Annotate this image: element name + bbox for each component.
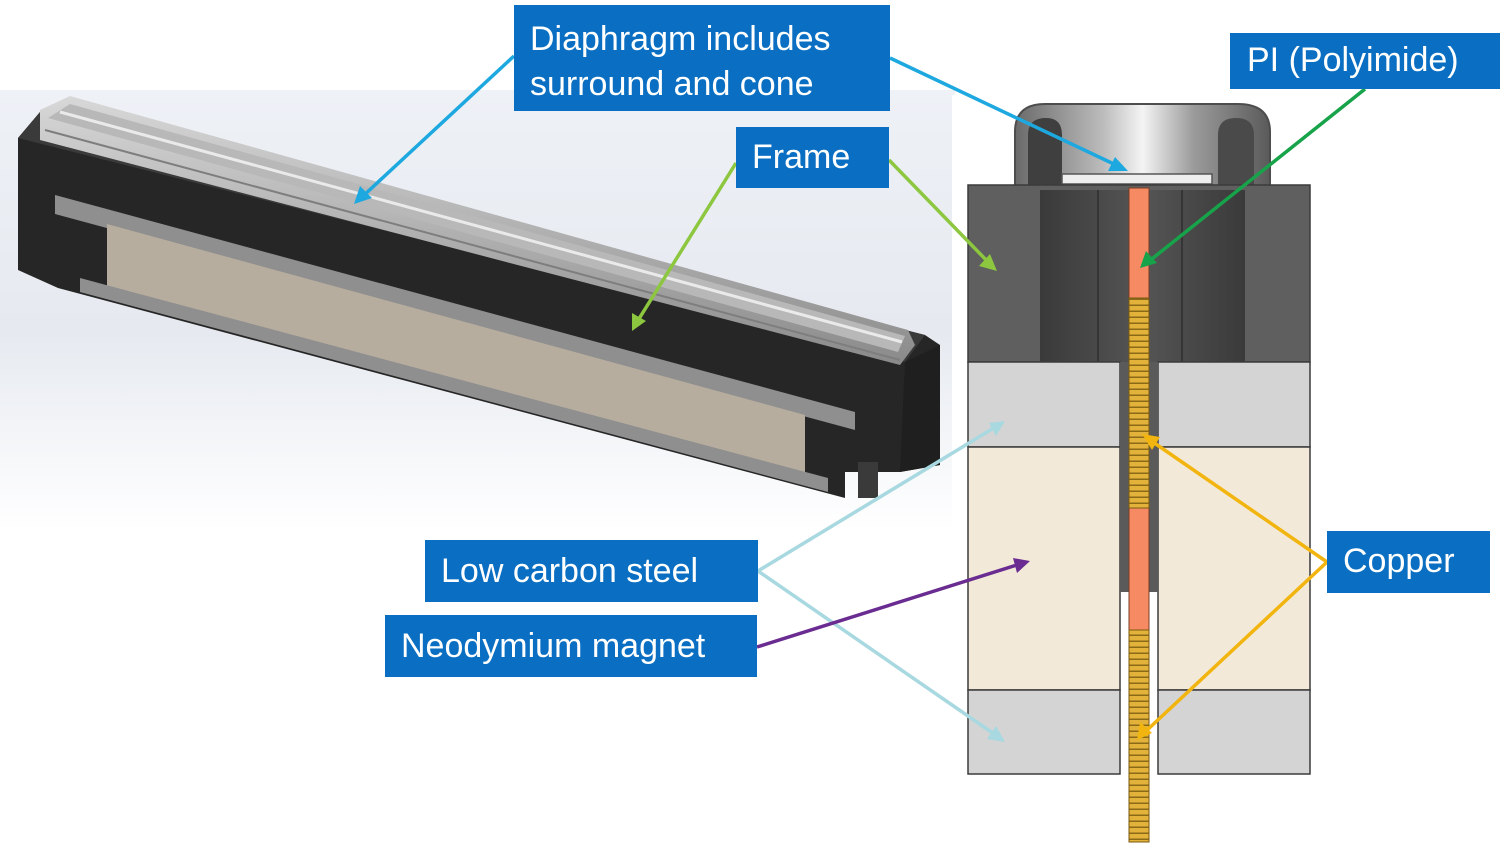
arrow-frame-left: [635, 162, 738, 323]
arrow-copper-lower: [1143, 560, 1329, 734]
arrow-steel-bottom: [757, 569, 998, 738]
section-copper-upper: [1128, 297, 1150, 509]
section-polyimide-mid: [1128, 507, 1150, 631]
label-low-carbon-steel: Low carbon steel: [425, 540, 758, 602]
cross-section: [952, 95, 1324, 849]
isometric-speaker: [18, 96, 940, 498]
arrow-diaphragm-left: [360, 54, 516, 199]
annotation-arrows: [354, 54, 1367, 742]
arrow-pi: [1146, 87, 1367, 264]
section-steel-bottom-right: [1157, 689, 1311, 775]
label-frame: Frame: [736, 127, 889, 188]
section-polyimide-top: [1128, 187, 1150, 299]
label-copper: Copper: [1327, 531, 1490, 593]
speaker-strip: [55, 195, 855, 430]
label-polyimide: PI (Polyimide): [1230, 33, 1500, 89]
section-steel-top-right: [1157, 361, 1311, 448]
speaker-magnet-panel: [107, 224, 805, 478]
arrow-magnet: [756, 562, 1021, 649]
arrow-diaphragm-right: [889, 56, 1119, 168]
section-steel-top-left: [967, 361, 1121, 448]
section-magnet-left: [967, 446, 1121, 691]
section-magnet-right: [1157, 446, 1311, 691]
arrow-frame-right: [887, 158, 992, 266]
arrow-copper-upper: [1149, 438, 1328, 564]
label-neodymium-magnet: Neodymium magnet: [385, 615, 757, 677]
arrow-steel-top: [757, 424, 998, 573]
label-diaphragm: Diaphragm includes surround and cone: [514, 5, 890, 111]
